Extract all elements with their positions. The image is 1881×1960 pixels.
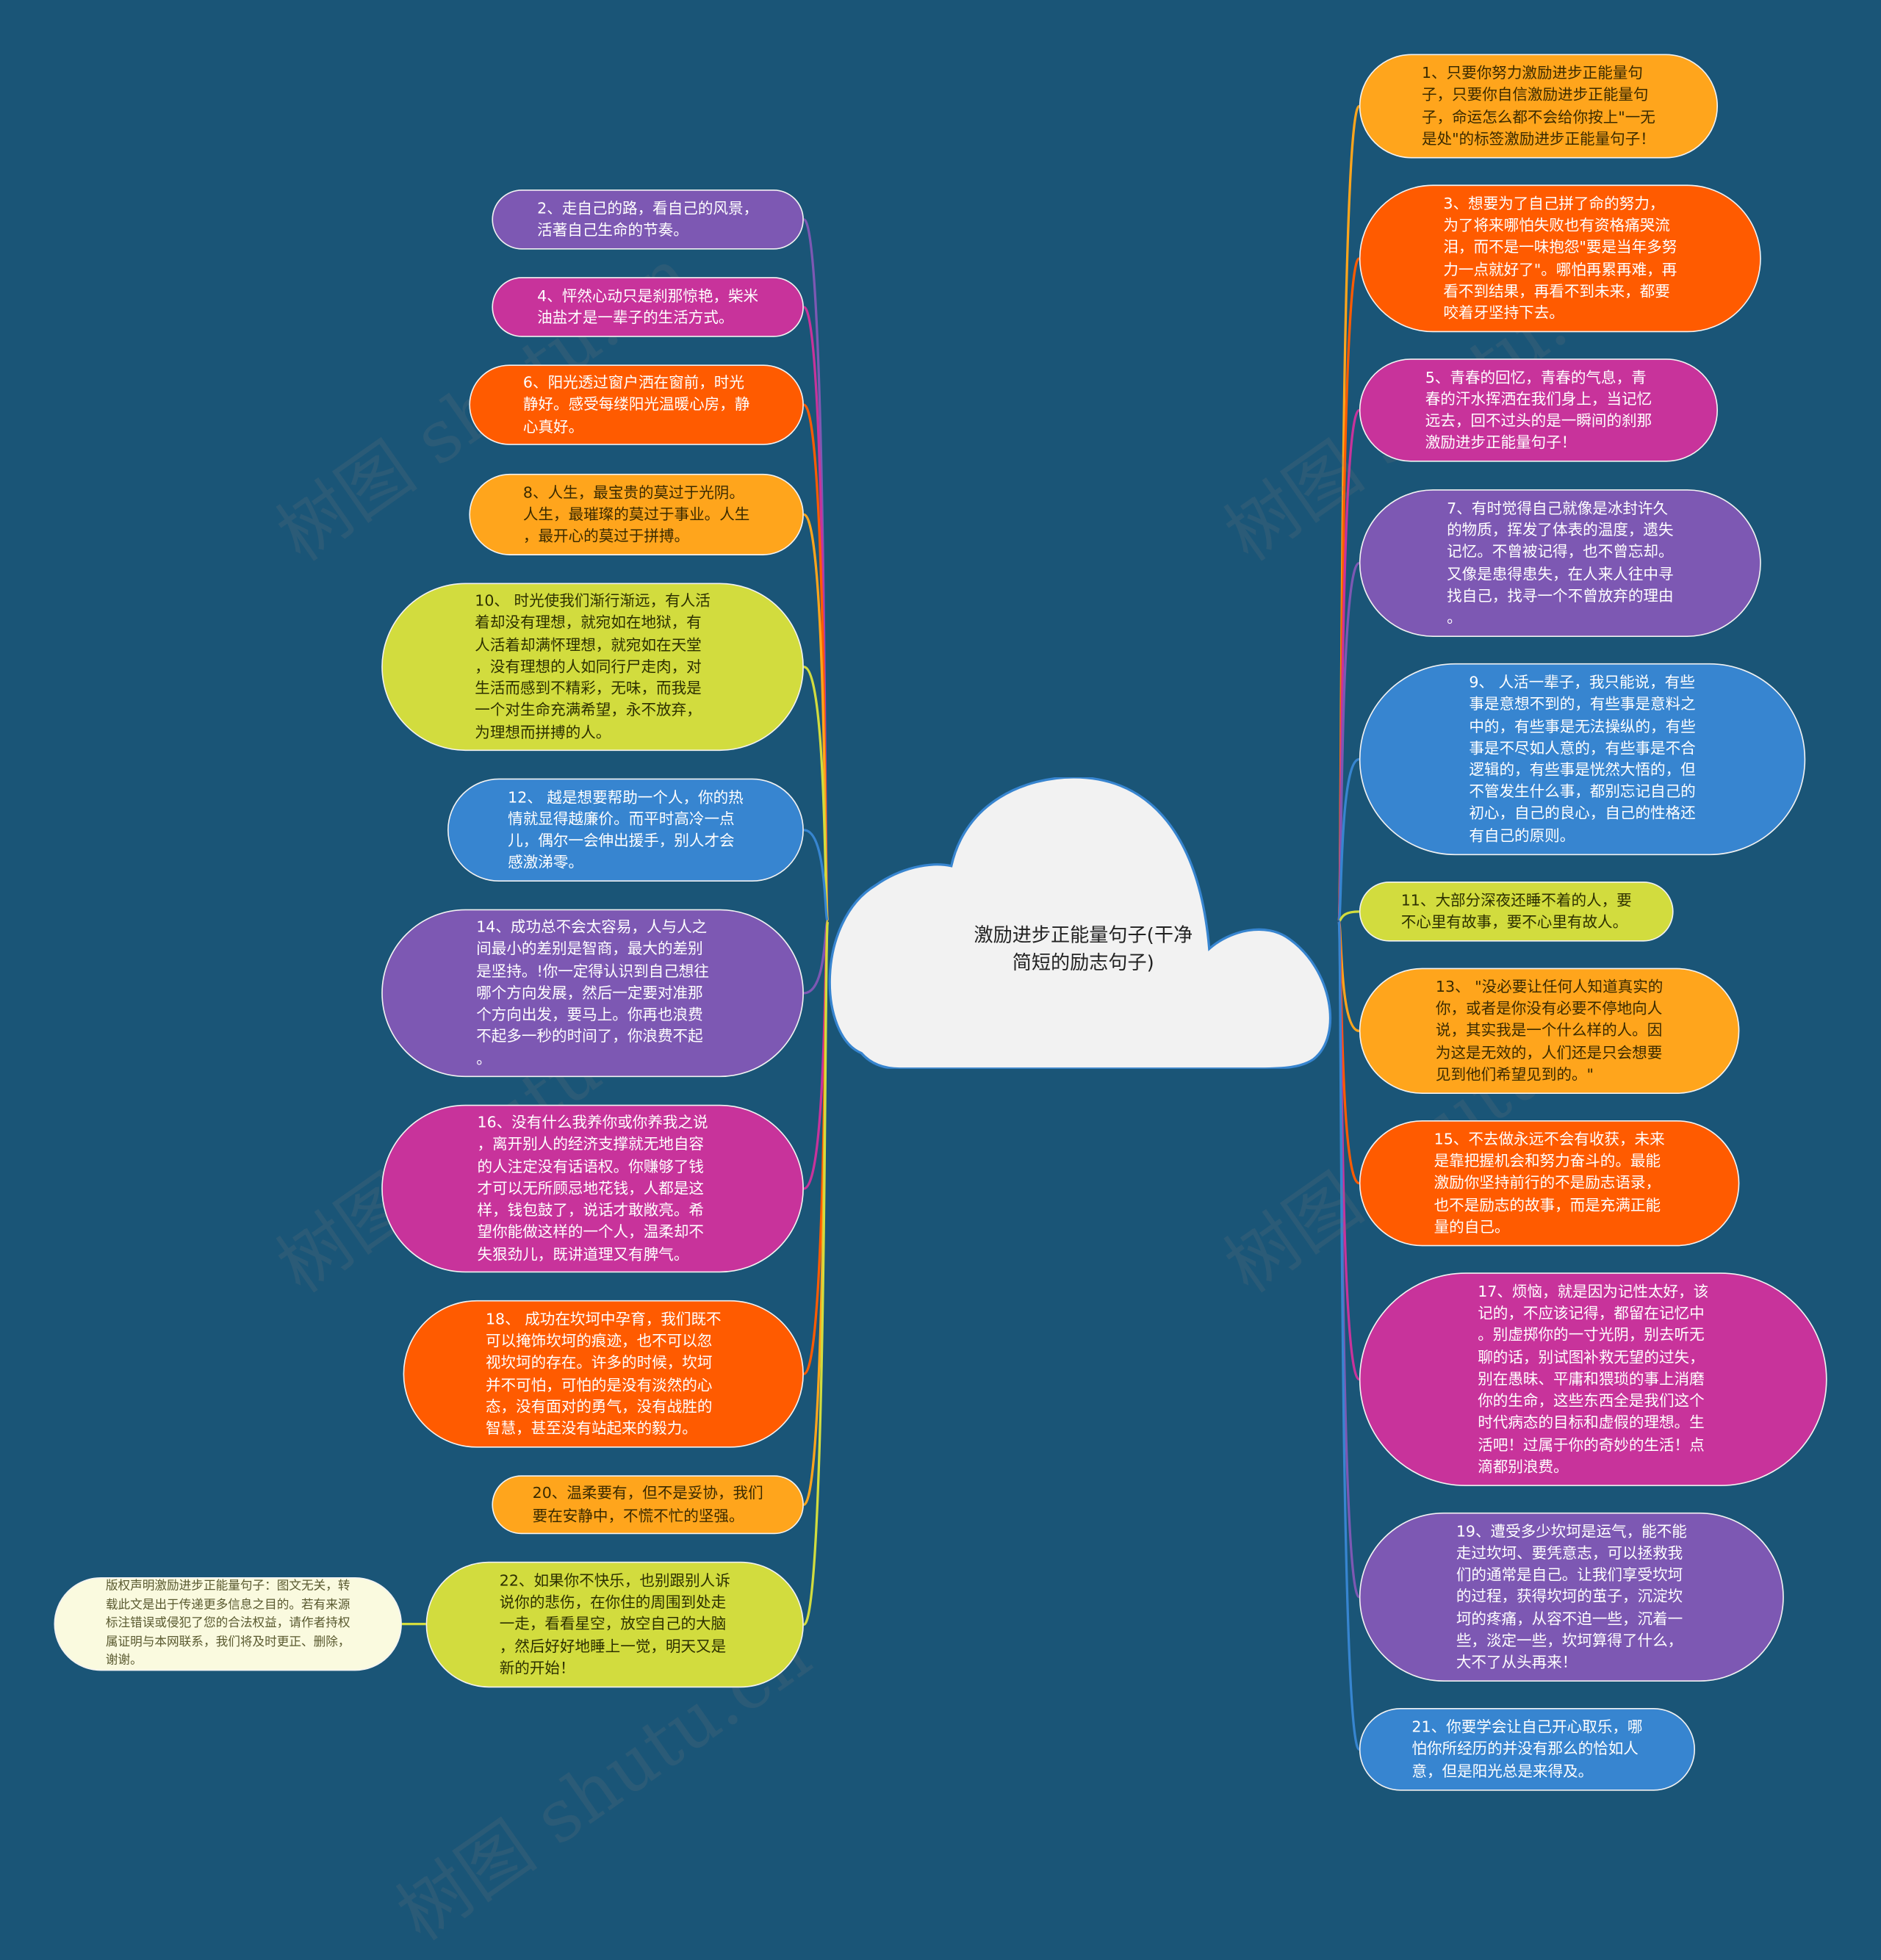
right-topic-node[interactable]: 15、不去做永远不会有收获，未来 是靠把握机会和努力奋斗的。最能 激励你坚持前行… <box>1359 1120 1740 1247</box>
topic-text: 19、遭受多少坎坷是运气，能不能 走过坎坷、要凭意志，可以拯救我 们的通常是自己… <box>1456 1521 1687 1671</box>
topic-text: 6、阳光透过窗户洒在窗前，时光 静好。感受每缕阳光温暖心房，静 心真好。 <box>522 373 750 436</box>
topic-text: 3、想要为了自己拼了命的努力， 为了将来哪怕失败也有资格痛哭流 泪，而不是一味抱… <box>1443 194 1677 322</box>
topic-text: 15、不去做永远不会有收获，未来 是靠把握机会和努力奋斗的。最能 激励你坚持前行… <box>1434 1129 1665 1236</box>
connector-line <box>1337 920 1361 1751</box>
right-topic-node[interactable]: 21、你要学会让自己开心取乐，哪 怕你所经历的并没有那么的恰如人 意，但是阳光总… <box>1359 1707 1696 1791</box>
topic-text: 7、有时觉得自己就像是冰封许久 的物质，挥发了体表的温度，遗失 记忆。不曾被记得… <box>1447 499 1674 627</box>
left-topic-node[interactable]: 20、温柔要有，但不是妥协，我们 要在安静中，不慌不忙的坚强。 <box>492 1475 804 1535</box>
central-topic-title: 激励进步正能量句子(干净 简短的励志句子) <box>974 923 1193 974</box>
right-topic-node[interactable]: 3、想要为了自己拼了命的努力， 为了将来哪怕失败也有资格痛哭流 泪，而不是一味抱… <box>1359 184 1761 333</box>
right-topic-node[interactable]: 19、遭受多少坎坷是运气，能不能 走过坎坷、要凭意志，可以拯救我 们的通常是自己… <box>1359 1512 1784 1682</box>
connector-line <box>803 829 830 923</box>
connector-line <box>1337 757 1360 923</box>
topic-text: 4、怦然心动只是刹那惊艳，柴米 油盐才是一辈子的生活方式。 <box>537 286 759 327</box>
topic-text: 17、烦恼，就是因为记性太好，该 记的，不应该记得，都留在记忆中 。别虚掷你的一… <box>1478 1282 1709 1475</box>
topic-text: 14、成功总不会太容易，人与人之 间最小的差别是智商，最大的差别 是坚持。!你一… <box>476 918 709 1067</box>
right-topic-node[interactable]: 13、 "没必要让任何人知道真实的 你，或者是你没有必要不停地向人 说，其实我是… <box>1359 968 1740 1095</box>
right-topic-node[interactable]: 17、烦恼，就是因为记性太好，该 记的，不应该记得，都留在记忆中 。别虚掷你的一… <box>1359 1272 1827 1486</box>
connector-line <box>1338 910 1359 923</box>
topic-text: 1、只要你努力激励进步正能量句 子，只要你自信激励进步正能量句 子，命运怎么都不… <box>1421 63 1655 148</box>
topic-text: 10、 时光使我们渐行渐远，有人活 着却没有理想，就宛如在地狱，有 人活着却满怀… <box>475 591 711 741</box>
right-topic-node[interactable]: 5、青春的回忆，青春的气息，青 春的汗水挥洒在我们身上，当记忆 远去，回不过头的… <box>1359 359 1719 462</box>
topic-text: 13、 "没必要让任何人知道真实的 你，或者是你没有必要不停地向人 说，其实我是… <box>1435 977 1664 1083</box>
connector-lines <box>401 104 1361 1751</box>
topic-text: 9、 人活一辈子，我只能说，有些 事是意想不到的，有些事是意料之 中的，有些事是… <box>1469 673 1696 844</box>
left-topic-node[interactable]: 16、没有什么我养你或你养我之说 ，离开别人的经济支撑就无地自容 的人注定没有话… <box>381 1104 804 1273</box>
left-topic-node[interactable]: 2、走自己的路，看自己的风景， 活著自己生命的节奏。 <box>492 189 804 250</box>
topic-text: 22、如果你不快乐，也别跟别人诉 说你的悲伤，在你住的周围到处走 一走，看看星空… <box>499 1571 730 1677</box>
left-topic-node[interactable]: 22、如果你不快乐，也别跟别人诉 说你的悲伤，在你住的周围到处走 一走，看看星空… <box>425 1561 804 1688</box>
topic-text: 18、 成功在坎坷中孕育，我们既不 可以掩饰坎坷的痕迹，也不可以忽 视坎坷的存在… <box>485 1309 722 1437</box>
copyright-text: 版权声明激励进步正能量句子：图文无关，转 载此文是出于传递更多信息之目的。若有来… <box>105 1579 350 1668</box>
topic-text: 11、大部分深夜还睡不着的人，要 不心里有故事，要不心里有故人。 <box>1400 890 1632 931</box>
left-topic-node[interactable]: 10、 时光使我们渐行渐远，有人活 着却没有理想，就宛如在地狱，有 人活着却满怀… <box>381 583 804 752</box>
connector-line <box>802 920 830 1626</box>
topic-text: 21、你要学会让自己开心取乐，哪 怕你所经历的并没有那么的恰如人 意，但是阳光总… <box>1411 1718 1643 1780</box>
left-topic-node[interactable]: 12、 越是想要帮助一个人，你的热 情就显得越廉价。而平时高冷一点 儿，偶尔一会… <box>447 778 804 882</box>
central-topic-cloud[interactable] <box>828 777 1339 1069</box>
right-topic-node[interactable]: 1、只要你努力激励进步正能量句 子，只要你自信激励进步正能量句 子，命运怎么都不… <box>1359 54 1719 159</box>
left-topic-node[interactable]: 8、人生，最宝贵的莫过于光阴。 人生，最璀璨的莫过于事业。人生 ，最开心的莫过于… <box>469 473 804 555</box>
topic-text: 2、走自己的路，看自己的风景， 活著自己生命的节奏。 <box>537 198 759 239</box>
topic-text: 5、青春的回忆，青春的气息，青 春的汗水挥洒在我们身上，当记忆 远去，回不过头的… <box>1425 367 1652 452</box>
topic-text: 16、没有什么我养你或你养我之说 ，离开别人的经济支撑就无地自容 的人注定没有话… <box>477 1113 708 1263</box>
copyright-notice: 版权声明激励进步正能量句子：图文无关，转 载此文是出于传递更多信息之目的。若有来… <box>54 1577 402 1671</box>
right-topic-node[interactable]: 7、有时觉得自己就像是冰封许久 的物质，挥发了体表的温度，遗失 记忆。不曾被记得… <box>1359 489 1761 637</box>
topic-text: 8、人生，最宝贵的莫过于光阴。 人生，最璀璨的莫过于事业。人生 ，最开心的莫过于… <box>522 483 750 545</box>
left-topic-node[interactable]: 14、成功总不会太容易，人与人之 间最小的差别是智商，最大的差别 是坚持。!你一… <box>381 909 804 1078</box>
left-topic-node[interactable]: 18、 成功在坎坷中孕育，我们既不 可以掩饰坎坷的痕迹，也不可以忽 视坎坷的存在… <box>403 1300 804 1448</box>
right-topic-node[interactable]: 11、大部分深夜还睡不着的人，要 不心里有故事，要不心里有故人。 <box>1359 882 1674 942</box>
right-topic-node[interactable]: 9、 人活一辈子，我只能说，有些 事是意想不到的，有些事是意料之 中的，有些事是… <box>1359 663 1806 856</box>
left-topic-node[interactable]: 6、阳光透过窗户洒在窗前，时光 静好。感受每缕阳光温暖心房，静 心真好。 <box>469 364 804 445</box>
topic-text: 12、 越是想要帮助一个人，你的热 情就显得越廉价。而平时高冷一点 儿，偶尔一会… <box>508 788 744 871</box>
left-topic-node[interactable]: 4、怦然心动只是刹那惊艳，柴米 油盐才是一辈子的生活方式。 <box>492 277 804 337</box>
mind-map-canvas: 树图 shutu.cn 树图 shutu.cn 树图 shutu.cn 树图 s… <box>54 54 1827 1957</box>
topic-text: 20、温柔要有，但不是妥协，我们 要在安静中，不慌不忙的坚强。 <box>532 1484 763 1524</box>
